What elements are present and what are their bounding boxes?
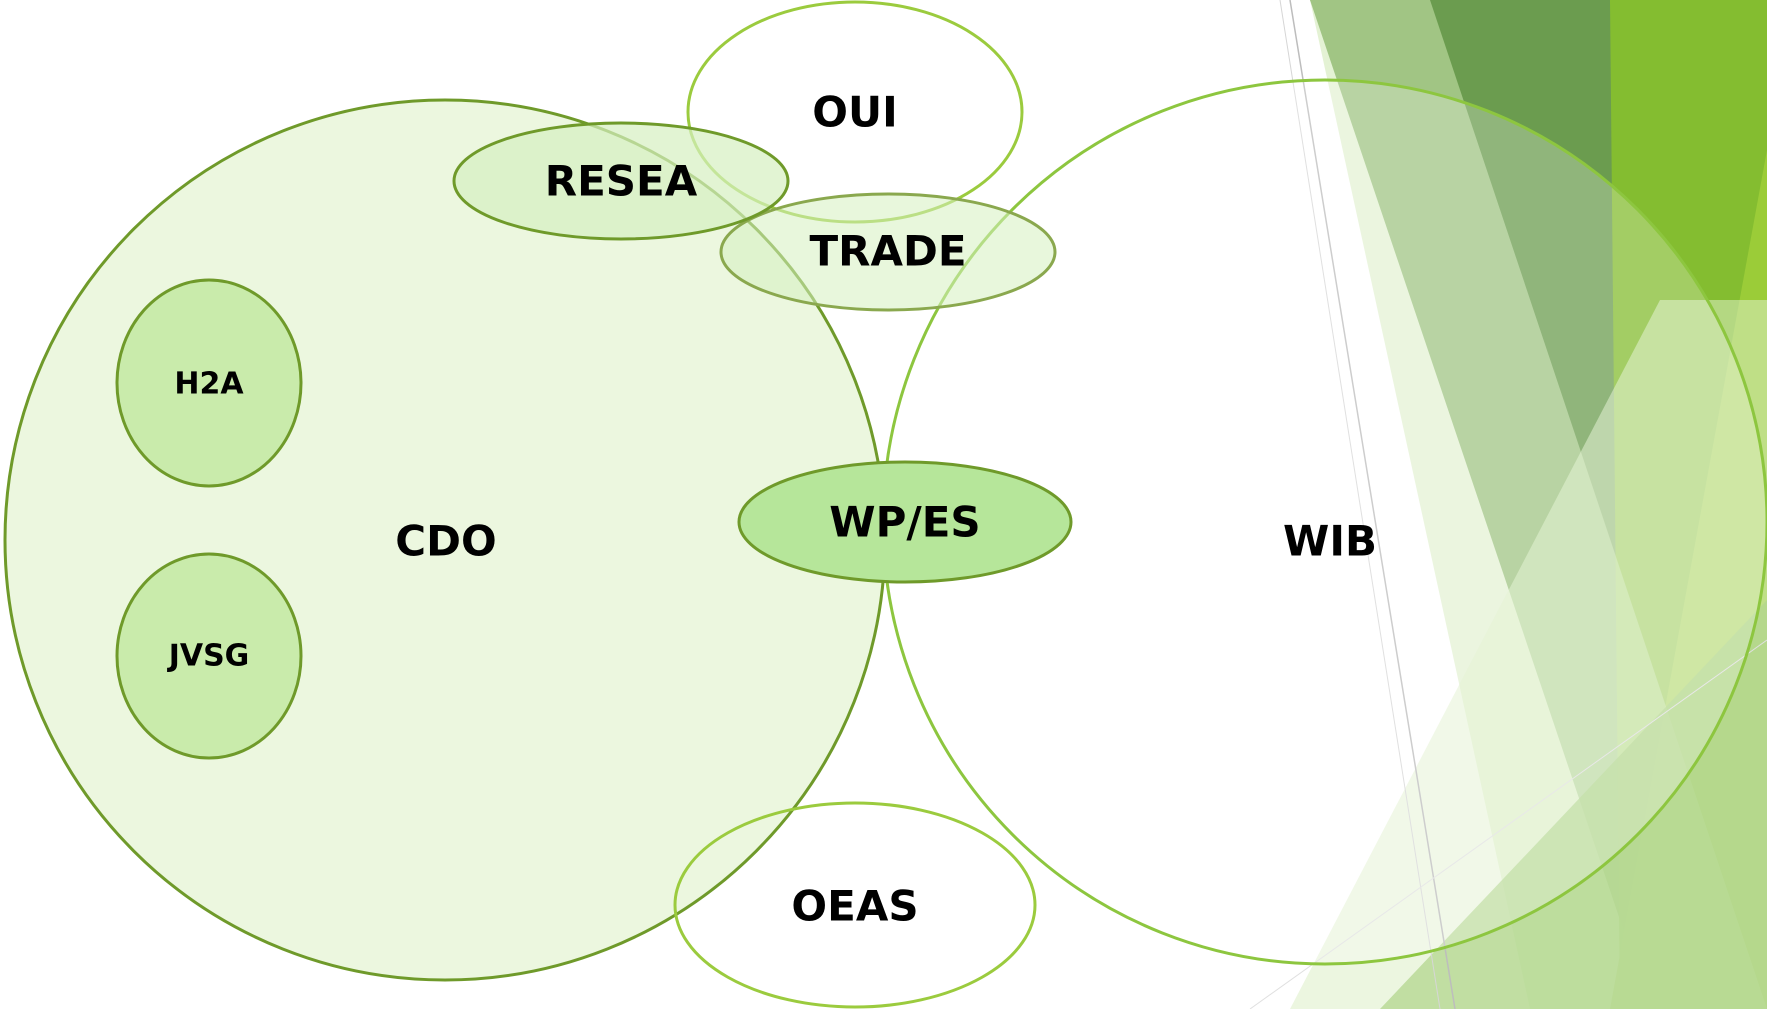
wpes-ellipse (737, 460, 1073, 584)
trade-label: TRADE (809, 227, 966, 276)
bg-line-3 (1249, 639, 1767, 1009)
h2a-circle (115, 278, 303, 488)
bg-line-2 (1279, 0, 1441, 1009)
trade-ellipse (719, 192, 1057, 312)
bg-shape-pale (1290, 300, 1767, 1009)
resea-ellipse (452, 121, 790, 241)
oui-label: OUI (812, 88, 897, 137)
h2a-label: H2A (174, 367, 244, 402)
bg-line (1289, 0, 1456, 1009)
cdo-label: CDO (395, 517, 496, 566)
oeas-label: OEAS (791, 882, 918, 931)
wib-label: WIB (1283, 517, 1377, 566)
wpes-label: WP/ES (829, 498, 980, 547)
jvsg-label: JVSG (167, 639, 250, 674)
oeas-ellipse (673, 801, 1037, 1009)
jvsg-circle (115, 552, 303, 760)
resea-label: RESEA (545, 157, 698, 206)
background-decoration (1249, 0, 1767, 1009)
